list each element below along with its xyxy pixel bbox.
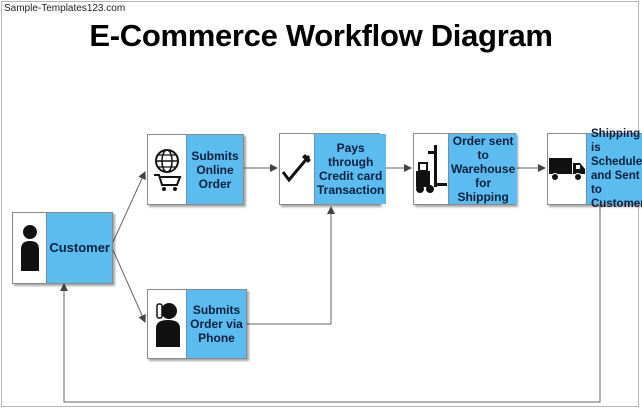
node-payment: Pays through Credit card Transaction: [279, 133, 387, 205]
node-warehouse: Order sent to Warehouse for Shipping: [413, 133, 518, 205]
node-customer: Customer: [12, 212, 113, 284]
forklift-icon: [414, 134, 448, 204]
diagram-title: E-Commerce Workflow Diagram: [89, 18, 553, 53]
arrow-phone-to-pay: [247, 208, 332, 325]
arrow-shipping-to-customer: [63, 205, 601, 403]
node-shipping: Shipping is Scheduled and Sent to Custom…: [547, 128, 642, 210]
person-icon: [13, 213, 47, 283]
person-phone-icon: [148, 290, 186, 358]
node-label: Pays through Credit card Transaction: [314, 134, 387, 204]
node-label: Shipping is Scheduled and Sent to Custom…: [586, 128, 642, 210]
globe-cart-icon: [148, 135, 186, 204]
node-label: Submits Online Order: [186, 135, 243, 204]
checkmark-pen-icon: [280, 134, 314, 204]
node-label: Customer: [46, 213, 112, 283]
node-phone-order: Submits Order via Phone: [147, 289, 247, 359]
node-label: Submits Order via Phone: [186, 290, 246, 358]
arrow-customer-to-phone: [112, 249, 146, 323]
node-label: Order sent to Warehouse for Shipping: [448, 134, 518, 204]
truck-icon: [548, 134, 586, 204]
arrow-customer-to-online: [112, 171, 146, 243]
watermark: Sample-Templates123.com: [4, 3, 126, 14]
node-online-order: Submits Online Order: [147, 134, 244, 205]
